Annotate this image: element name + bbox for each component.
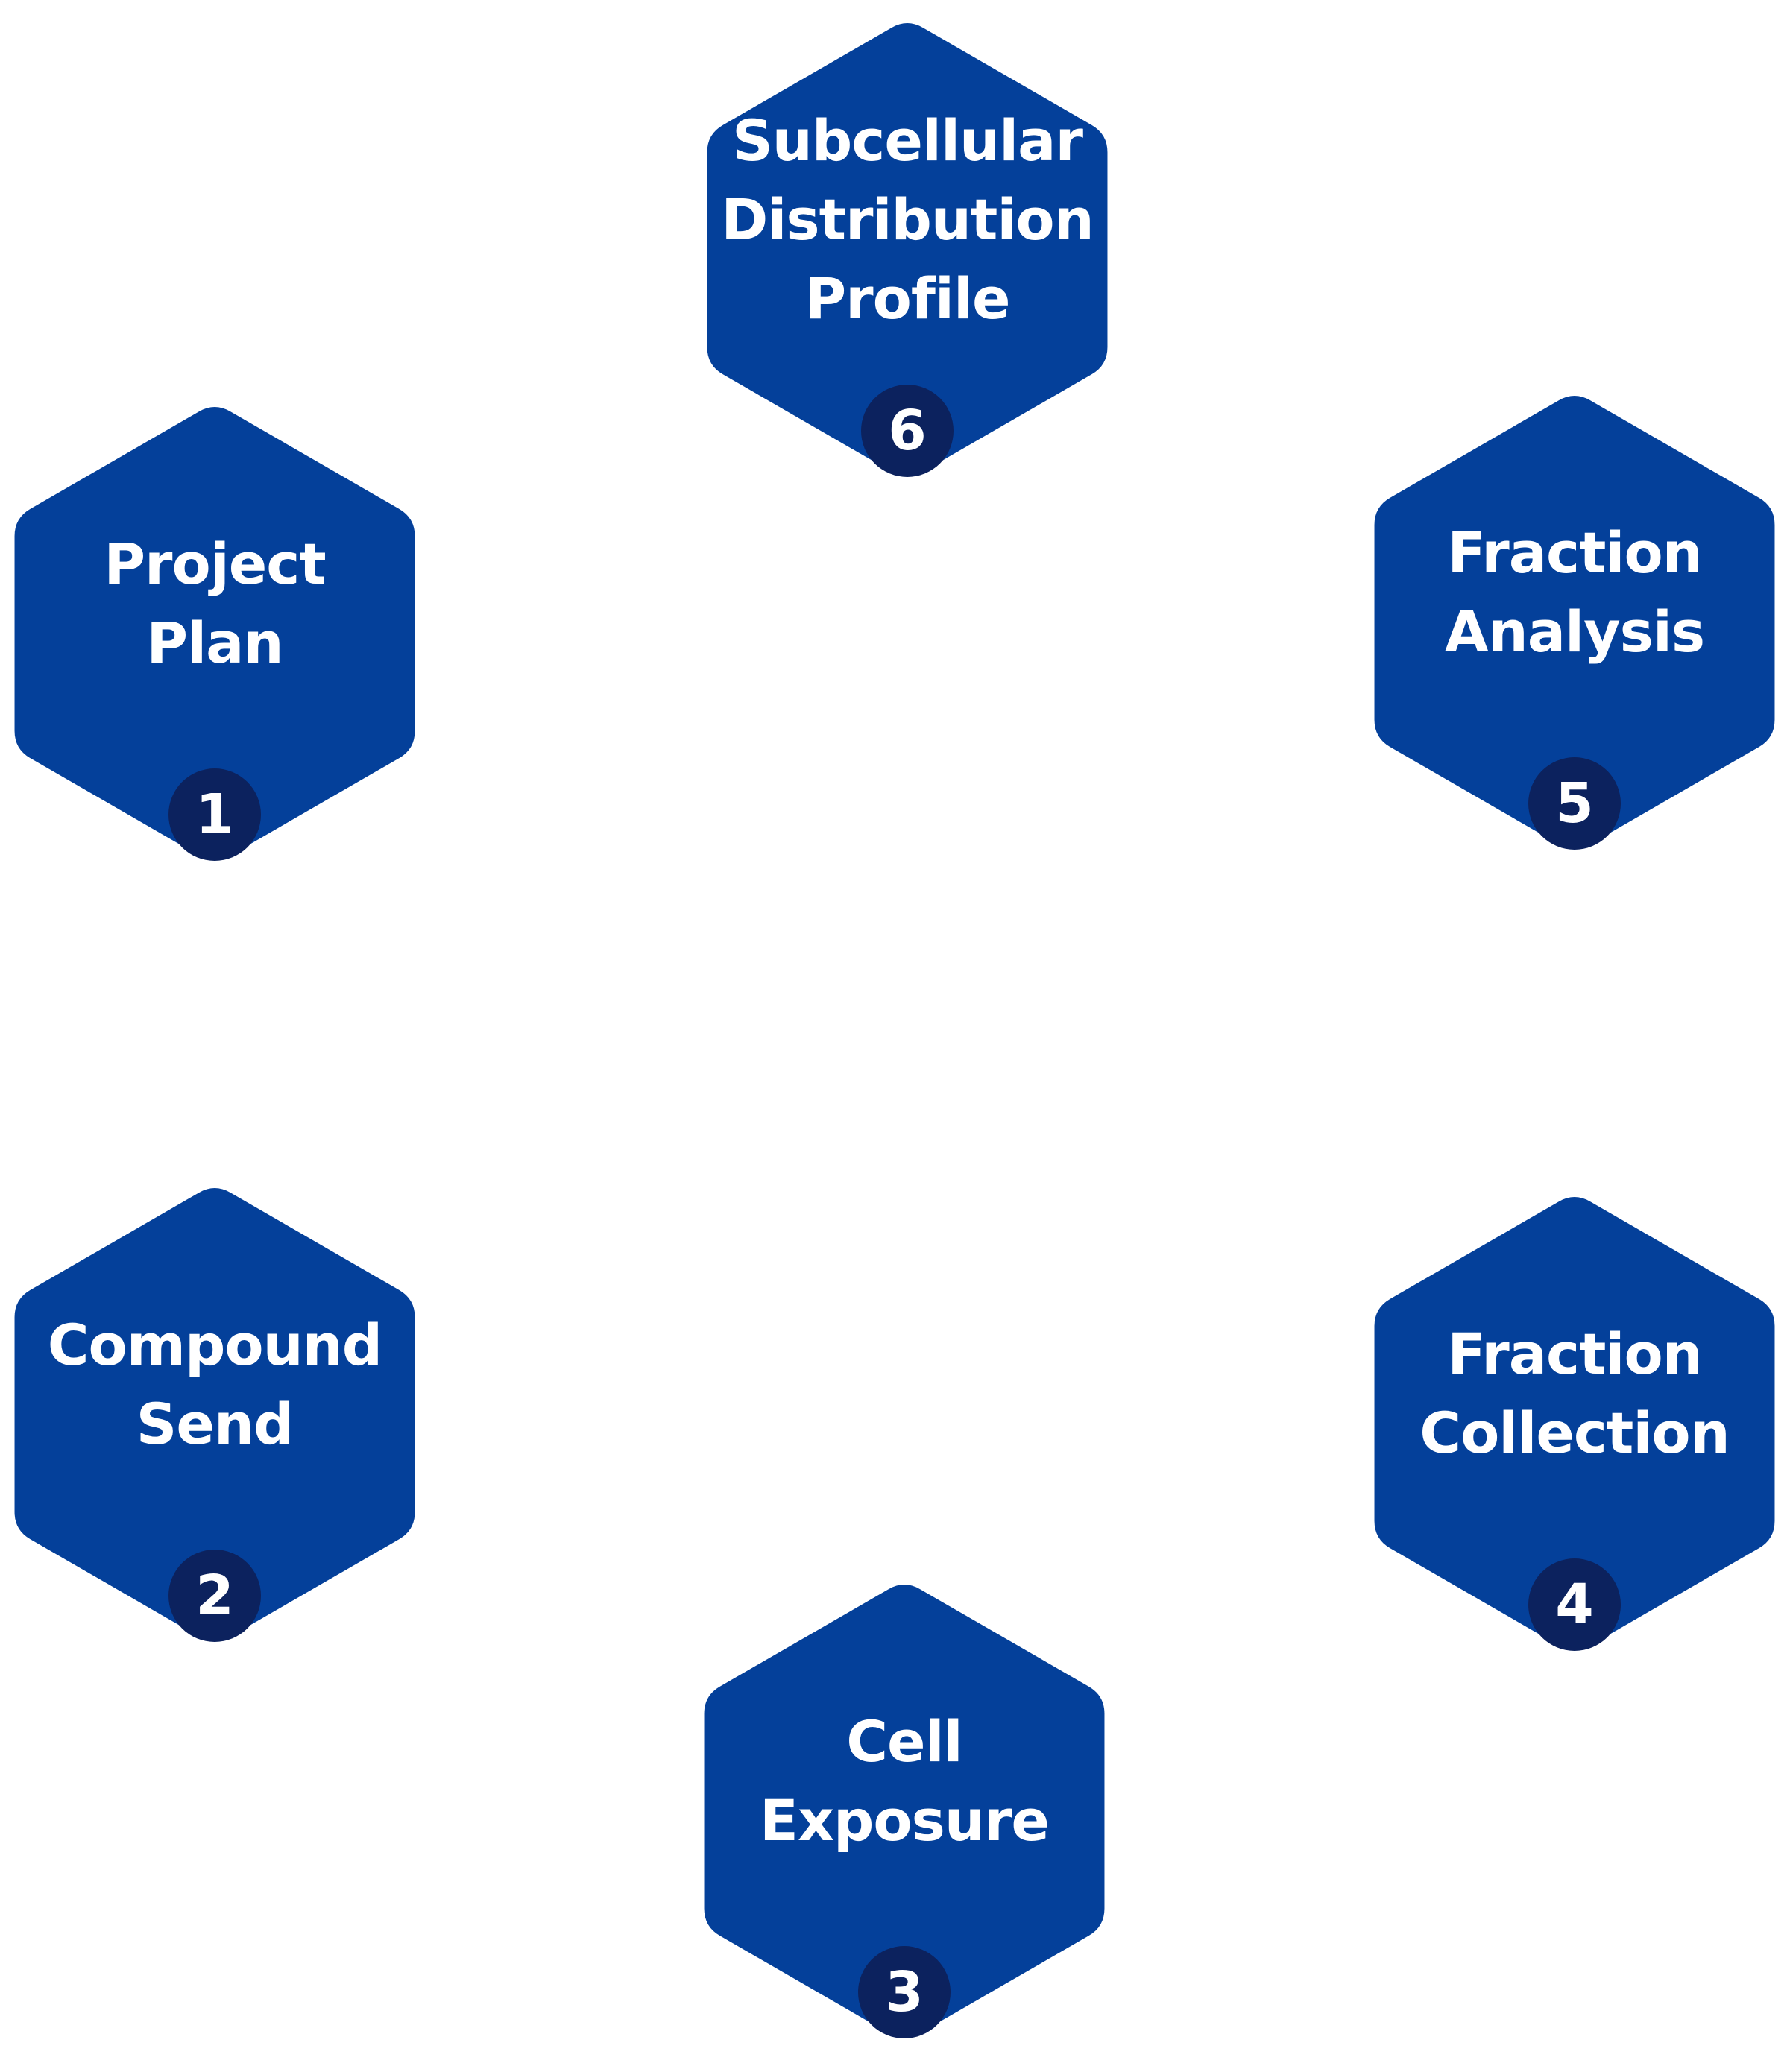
step-label-line: Profile <box>804 265 1010 332</box>
step-label-line: Send <box>136 1391 294 1457</box>
hexagon-shape <box>1374 396 1775 849</box>
step-label: Cell Exposure <box>718 1684 1091 1878</box>
step-label-line: Fraction <box>1447 1321 1703 1387</box>
step-label: Subcellular Distribution Profile <box>721 107 1094 332</box>
step-label-line: Distribution <box>721 186 1094 253</box>
hexagon-shape <box>707 23 1108 476</box>
step-label-line: Analysis <box>1444 598 1705 665</box>
hexagon-shape <box>14 407 415 860</box>
hexagon-outline <box>14 407 415 860</box>
step-label-line: Collection <box>1419 1400 1730 1466</box>
step-label-line: Project <box>104 531 326 597</box>
step-number-badge: 6 <box>861 385 954 477</box>
step-fraction-analysis: Fraction Analysis 5 <box>1373 391 1776 853</box>
step-cell-exposure: Cell Exposure 3 <box>703 1580 1106 2042</box>
step-label-line: Fraction <box>1447 519 1703 586</box>
step-number-badge: 1 <box>168 768 261 861</box>
step-label: Fraction Collection <box>1388 1297 1761 1491</box>
step-compound-send: Compound Send 2 <box>13 1184 416 1646</box>
step-project-plan: Project Plan 1 <box>13 402 416 865</box>
step-label-line: Subcellular <box>732 107 1083 174</box>
hexagon-outline <box>707 23 1108 476</box>
step-label: Project Plan <box>28 507 401 701</box>
hexagon-outline <box>1374 396 1775 849</box>
hexagon-shape <box>704 1585 1105 2038</box>
hexagon-outline <box>704 1585 1105 2038</box>
step-label-line: Plan <box>146 610 283 676</box>
hexagon-shape <box>1374 1197 1775 1650</box>
step-number-badge: 5 <box>1528 757 1621 850</box>
hexagon-outline <box>1374 1197 1775 1650</box>
hexagon-shape <box>14 1188 415 1641</box>
step-subcellular-distribution-profile: Subcellular Distribution Profile 6 <box>706 19 1109 481</box>
step-label: Fraction Analysis <box>1388 496 1761 689</box>
step-number-badge: 2 <box>168 1550 261 1642</box>
step-number-badge: 4 <box>1528 1558 1621 1651</box>
step-label-line: Exposure <box>760 1787 1050 1854</box>
step-fraction-collection: Fraction Collection 4 <box>1373 1193 1776 1655</box>
step-label: Compound Send <box>28 1288 401 1482</box>
step-label-line: Cell <box>846 1708 962 1775</box>
step-label-line: Compound <box>47 1312 382 1378</box>
step-number-badge: 3 <box>858 1946 951 2038</box>
hexagon-outline <box>14 1188 415 1641</box>
